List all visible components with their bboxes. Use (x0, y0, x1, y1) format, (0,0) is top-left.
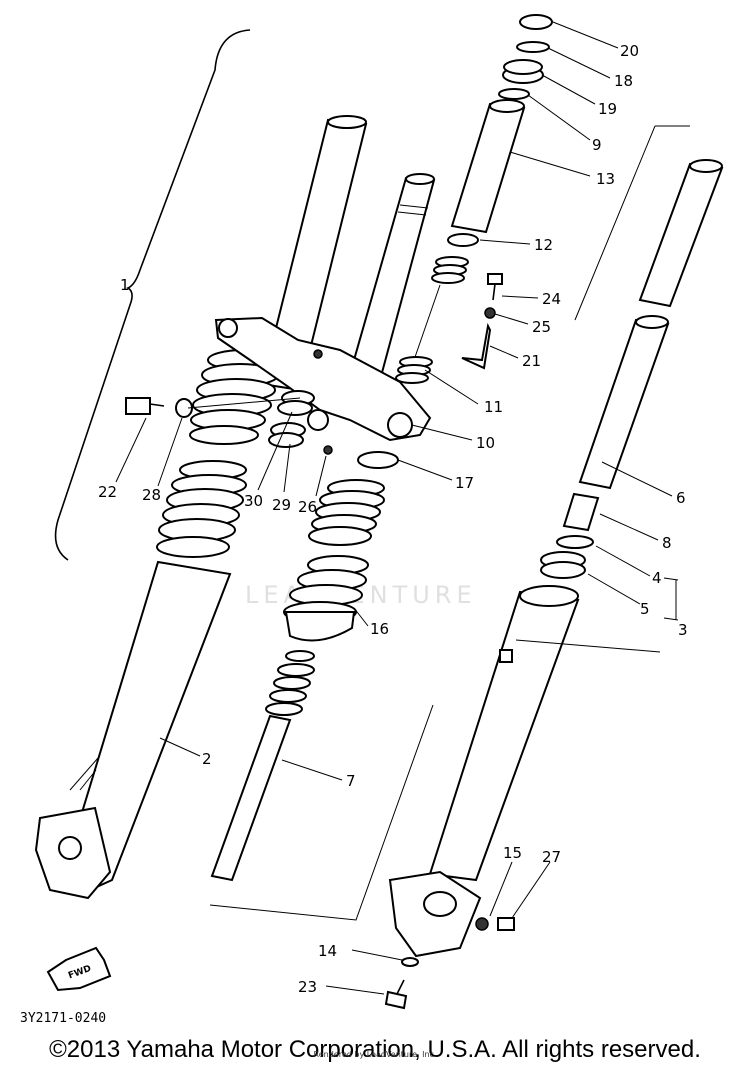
label-5: 5 (640, 600, 650, 618)
cap-20 (519, 14, 553, 30)
label-11: 11 (484, 398, 503, 416)
right-fork (388, 159, 724, 958)
label-23: 23 (298, 978, 317, 996)
nut-19 (502, 59, 544, 84)
label-4: 4 (652, 569, 662, 587)
bolt-26 (323, 445, 333, 455)
label-26: 26 (298, 498, 317, 516)
damper-rod-7 (210, 650, 315, 882)
oil-seal-5 (540, 551, 586, 579)
inner-tube-6-lower (578, 318, 670, 490)
label-18: 18 (614, 72, 633, 90)
label-3: 3 (678, 621, 688, 639)
label-25: 25 (532, 318, 551, 336)
label-27: 27 (542, 848, 561, 866)
label-8: 8 (662, 534, 672, 552)
label-28: 28 (142, 486, 161, 504)
seal-29 (268, 422, 306, 448)
washer-4 (556, 535, 594, 549)
bracket-21 (461, 322, 492, 370)
washer-18 (516, 41, 550, 53)
washer-15 (475, 917, 489, 931)
label-21: 21 (522, 352, 541, 370)
fork-tube-13 (450, 99, 526, 234)
copyright-notice: ©2013 Yamaha Motor Corporation, U.S.A. A… (49, 1036, 701, 1063)
label-9: 9 (592, 136, 602, 154)
label-1: 1 (120, 276, 130, 294)
rendered-by-note: Rendered by LeadVenture, Inc. (313, 1050, 437, 1059)
label-14: 14 (318, 942, 337, 960)
label-22: 22 (98, 483, 117, 501)
washer-25 (484, 307, 496, 319)
left-lower-boot (156, 460, 247, 558)
boot-16 (283, 479, 385, 642)
label-19: 19 (598, 100, 617, 118)
label-12: 12 (534, 236, 553, 254)
label-30: 30 (244, 492, 263, 510)
fwd-arrow-icon: FWD (46, 946, 112, 992)
label-7: 7 (346, 772, 356, 790)
steering-stem (348, 173, 436, 382)
label-16: 16 (370, 620, 389, 638)
washer-14 (401, 957, 419, 967)
label-24: 24 (542, 290, 561, 308)
left-fork (34, 115, 368, 900)
label-17: 17 (455, 474, 474, 492)
clamp-17 (357, 451, 399, 469)
slide-metal-8 (562, 492, 600, 532)
diagram-code: 3Y2171-0240 (20, 1011, 106, 1026)
bolt-22 (125, 397, 165, 415)
label-20: 20 (620, 42, 639, 60)
label-10: 10 (476, 434, 495, 452)
label-29: 29 (272, 496, 291, 514)
bolt-27 (497, 917, 515, 931)
label-2: 2 (202, 750, 212, 768)
under-bracket (214, 316, 432, 442)
outer-tube-3 (428, 590, 580, 882)
drain-bolt-23 (384, 979, 408, 1010)
spring-11 (395, 256, 469, 384)
oring-9 (498, 88, 530, 100)
label-15: 15 (503, 844, 522, 862)
bolt-24 (487, 273, 503, 301)
seat-12 (447, 233, 479, 247)
leader-lines (115, 21, 679, 995)
seal-30 (277, 390, 315, 416)
label-13: 13 (596, 170, 615, 188)
label-6: 6 (676, 489, 686, 507)
assembly-bracket (54, 29, 251, 561)
inner-tube-6-upper (638, 162, 724, 308)
